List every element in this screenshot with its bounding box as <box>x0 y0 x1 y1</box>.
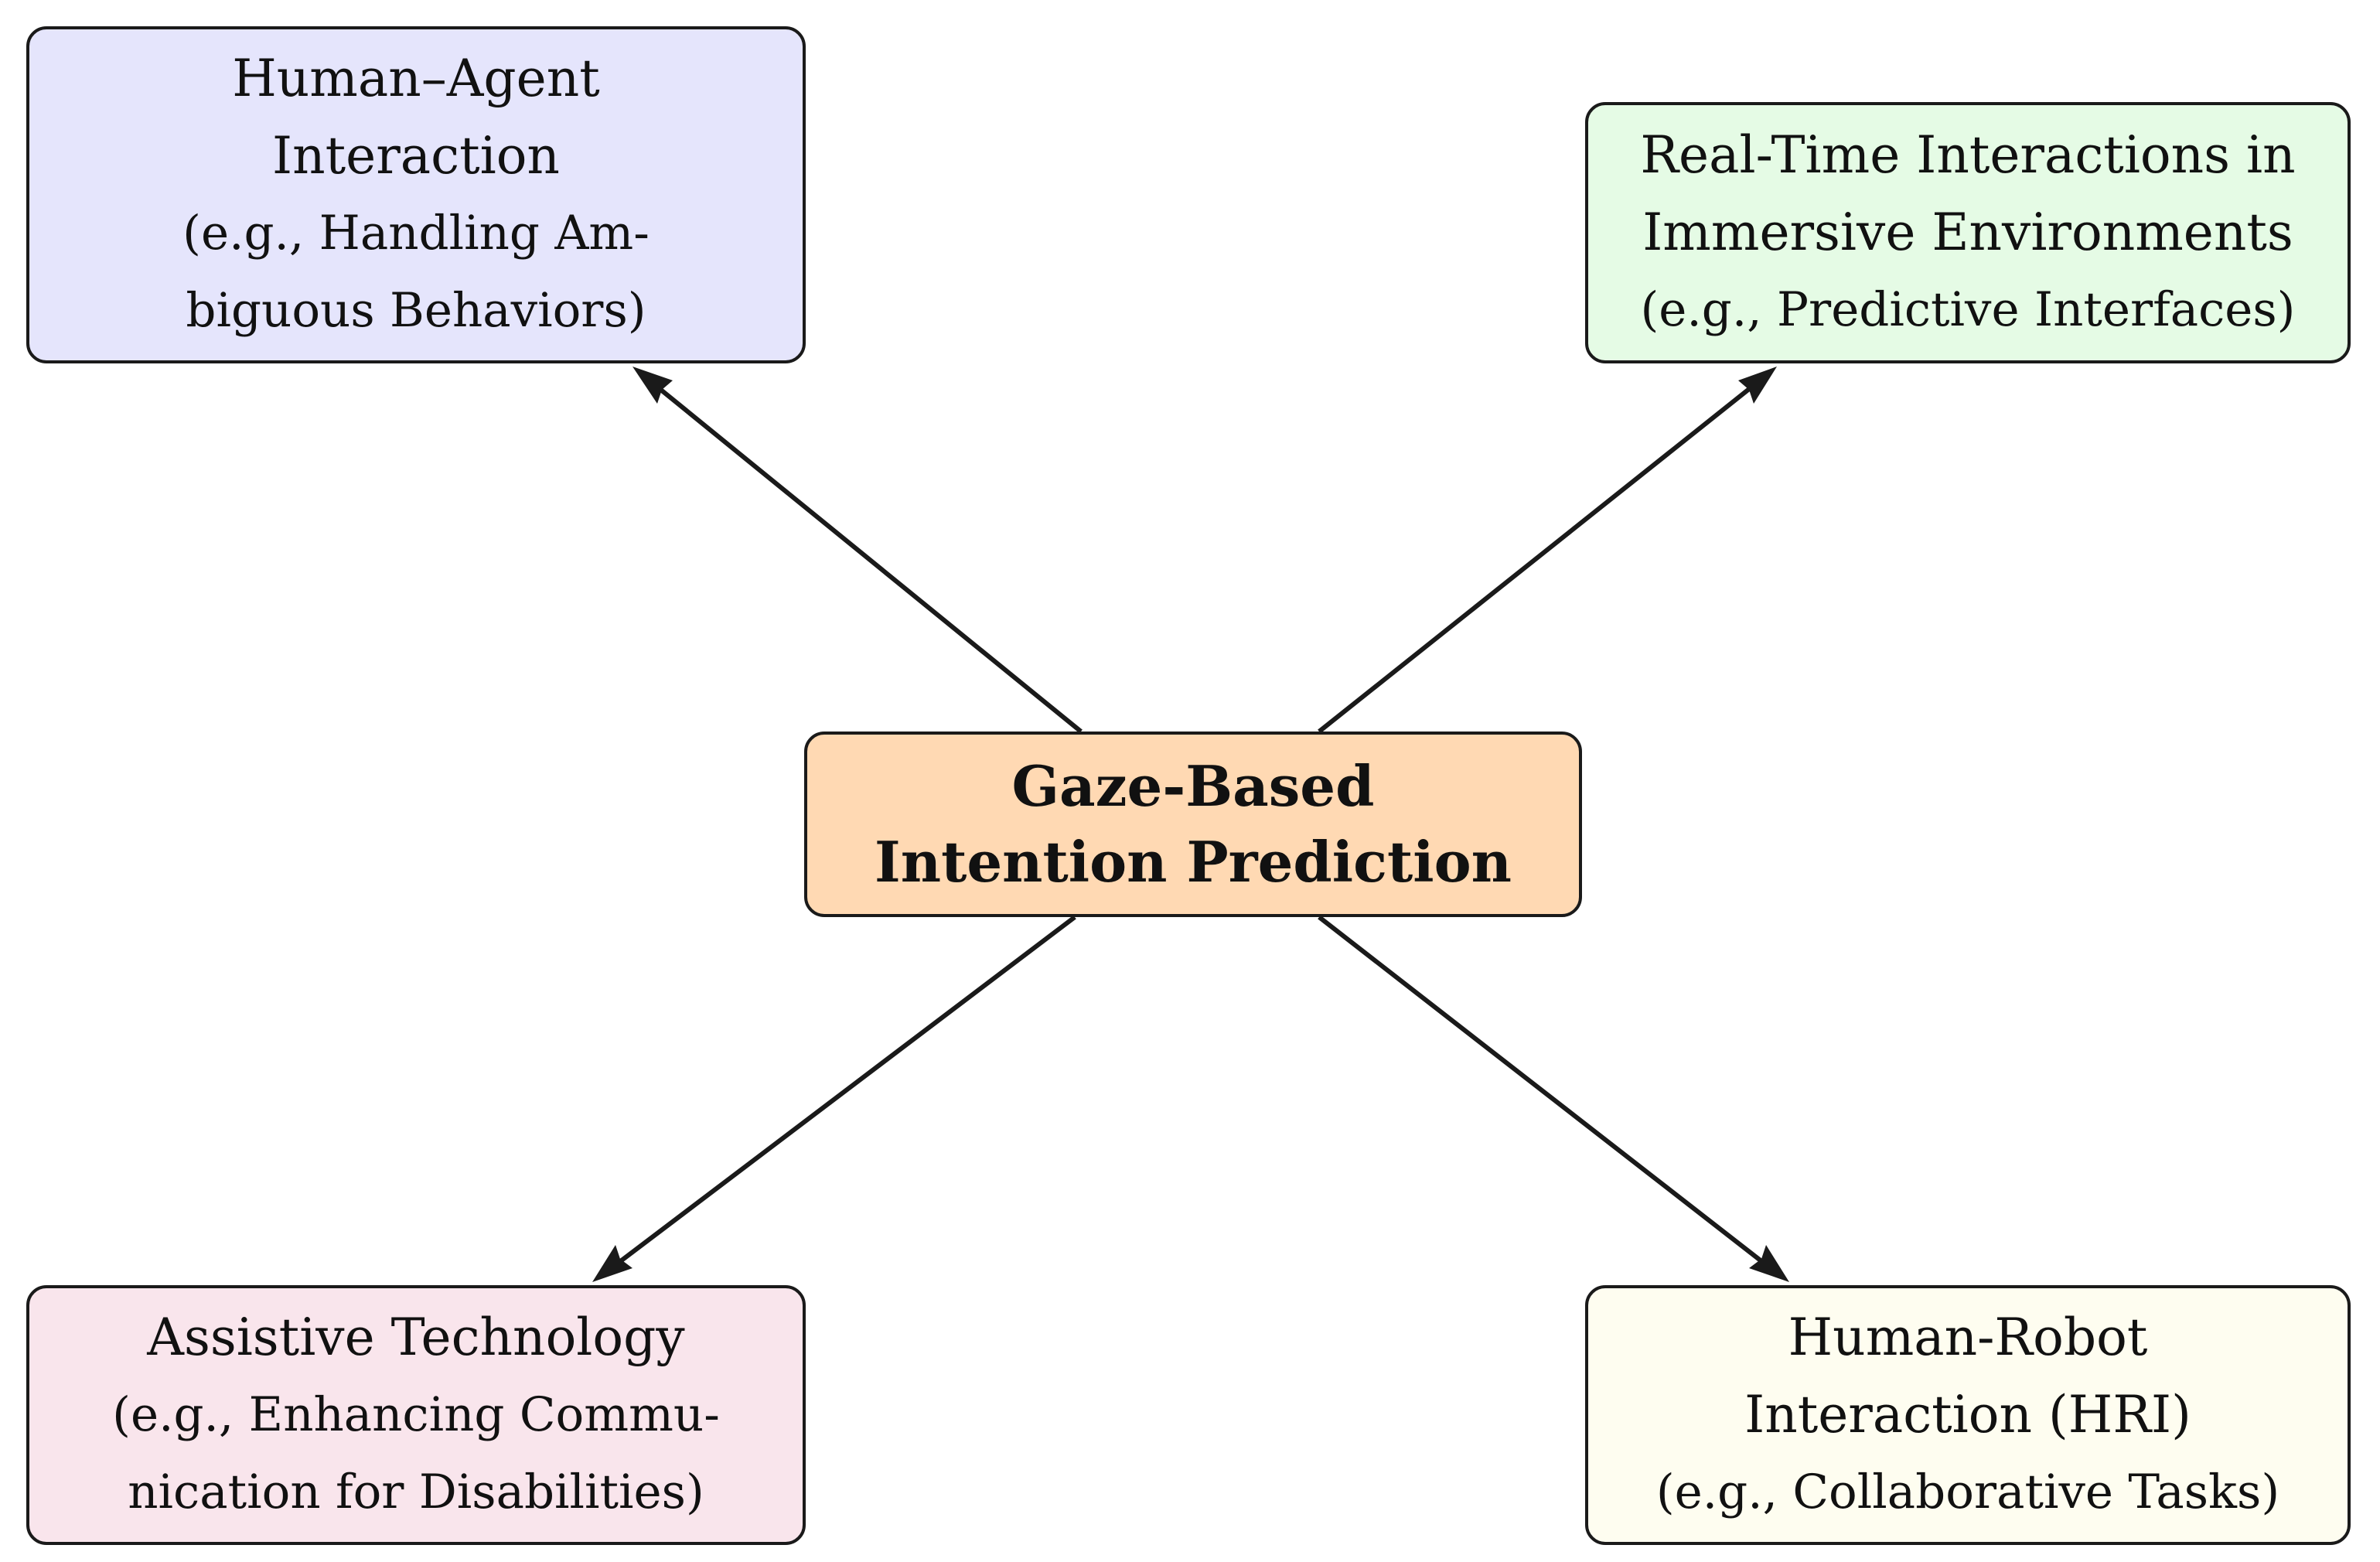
center-title-line-2: Intention Prediction <box>875 829 1512 895</box>
node-human-robot-interaction: Human-Robot Interaction (HRI) (e.g., Col… <box>1585 1285 2351 1545</box>
node-title-line-2: Interaction <box>272 126 560 186</box>
node-title-line-1: Assistive Technology <box>147 1308 685 1367</box>
node-title-line-1: Human-Robot <box>1788 1308 2148 1367</box>
node-title-line-2: Immersive Environments <box>1642 203 2293 262</box>
arrowhead-human-agent-interaction <box>633 367 673 404</box>
node-example-line-2: biguous Behaviors) <box>186 283 646 338</box>
arrow-to-human-agent-interaction <box>640 372 1083 734</box>
center-title-line-1: Gaze-Based <box>1011 753 1375 819</box>
arrow-to-human-robot-interaction <box>1318 915 1780 1277</box>
node-title-line-1: Human–Agent <box>232 49 600 108</box>
arrowhead-assistive-technology <box>592 1245 633 1282</box>
node-gaze-based-intention-prediction: Gaze-Based Intention Prediction <box>804 732 1582 917</box>
arrowhead-real-time-interactions <box>1738 367 1777 404</box>
arrow-to-real-time-interactions <box>1318 372 1769 734</box>
node-human-agent-interaction: Human–Agent Interaction (e.g., Handling … <box>26 26 806 363</box>
node-title-line-2: Interaction (HRI) <box>1744 1385 2191 1444</box>
node-example-line-1: (e.g., Collaborative Tasks) <box>1655 1465 2280 1519</box>
node-example-line-1: (e.g., Predictive Interfaces) <box>1640 282 2296 337</box>
node-example-line-1: (e.g., Enhancing Commu- <box>112 1387 720 1442</box>
arrowhead-human-robot-interaction <box>1749 1245 1789 1282</box>
node-title-line-1: Real-Time Interactions in <box>1640 125 2296 185</box>
node-real-time-interactions: Real-Time Interactions in Immersive Envi… <box>1585 102 2351 363</box>
node-example-line-2: nication for Disabilities) <box>128 1465 704 1519</box>
node-assistive-technology: Assistive Technology (e.g., Enhancing Co… <box>26 1285 806 1545</box>
arrow-to-assistive-technology <box>602 915 1076 1277</box>
node-example-line-1: (e.g., Handling Am- <box>182 206 650 261</box>
